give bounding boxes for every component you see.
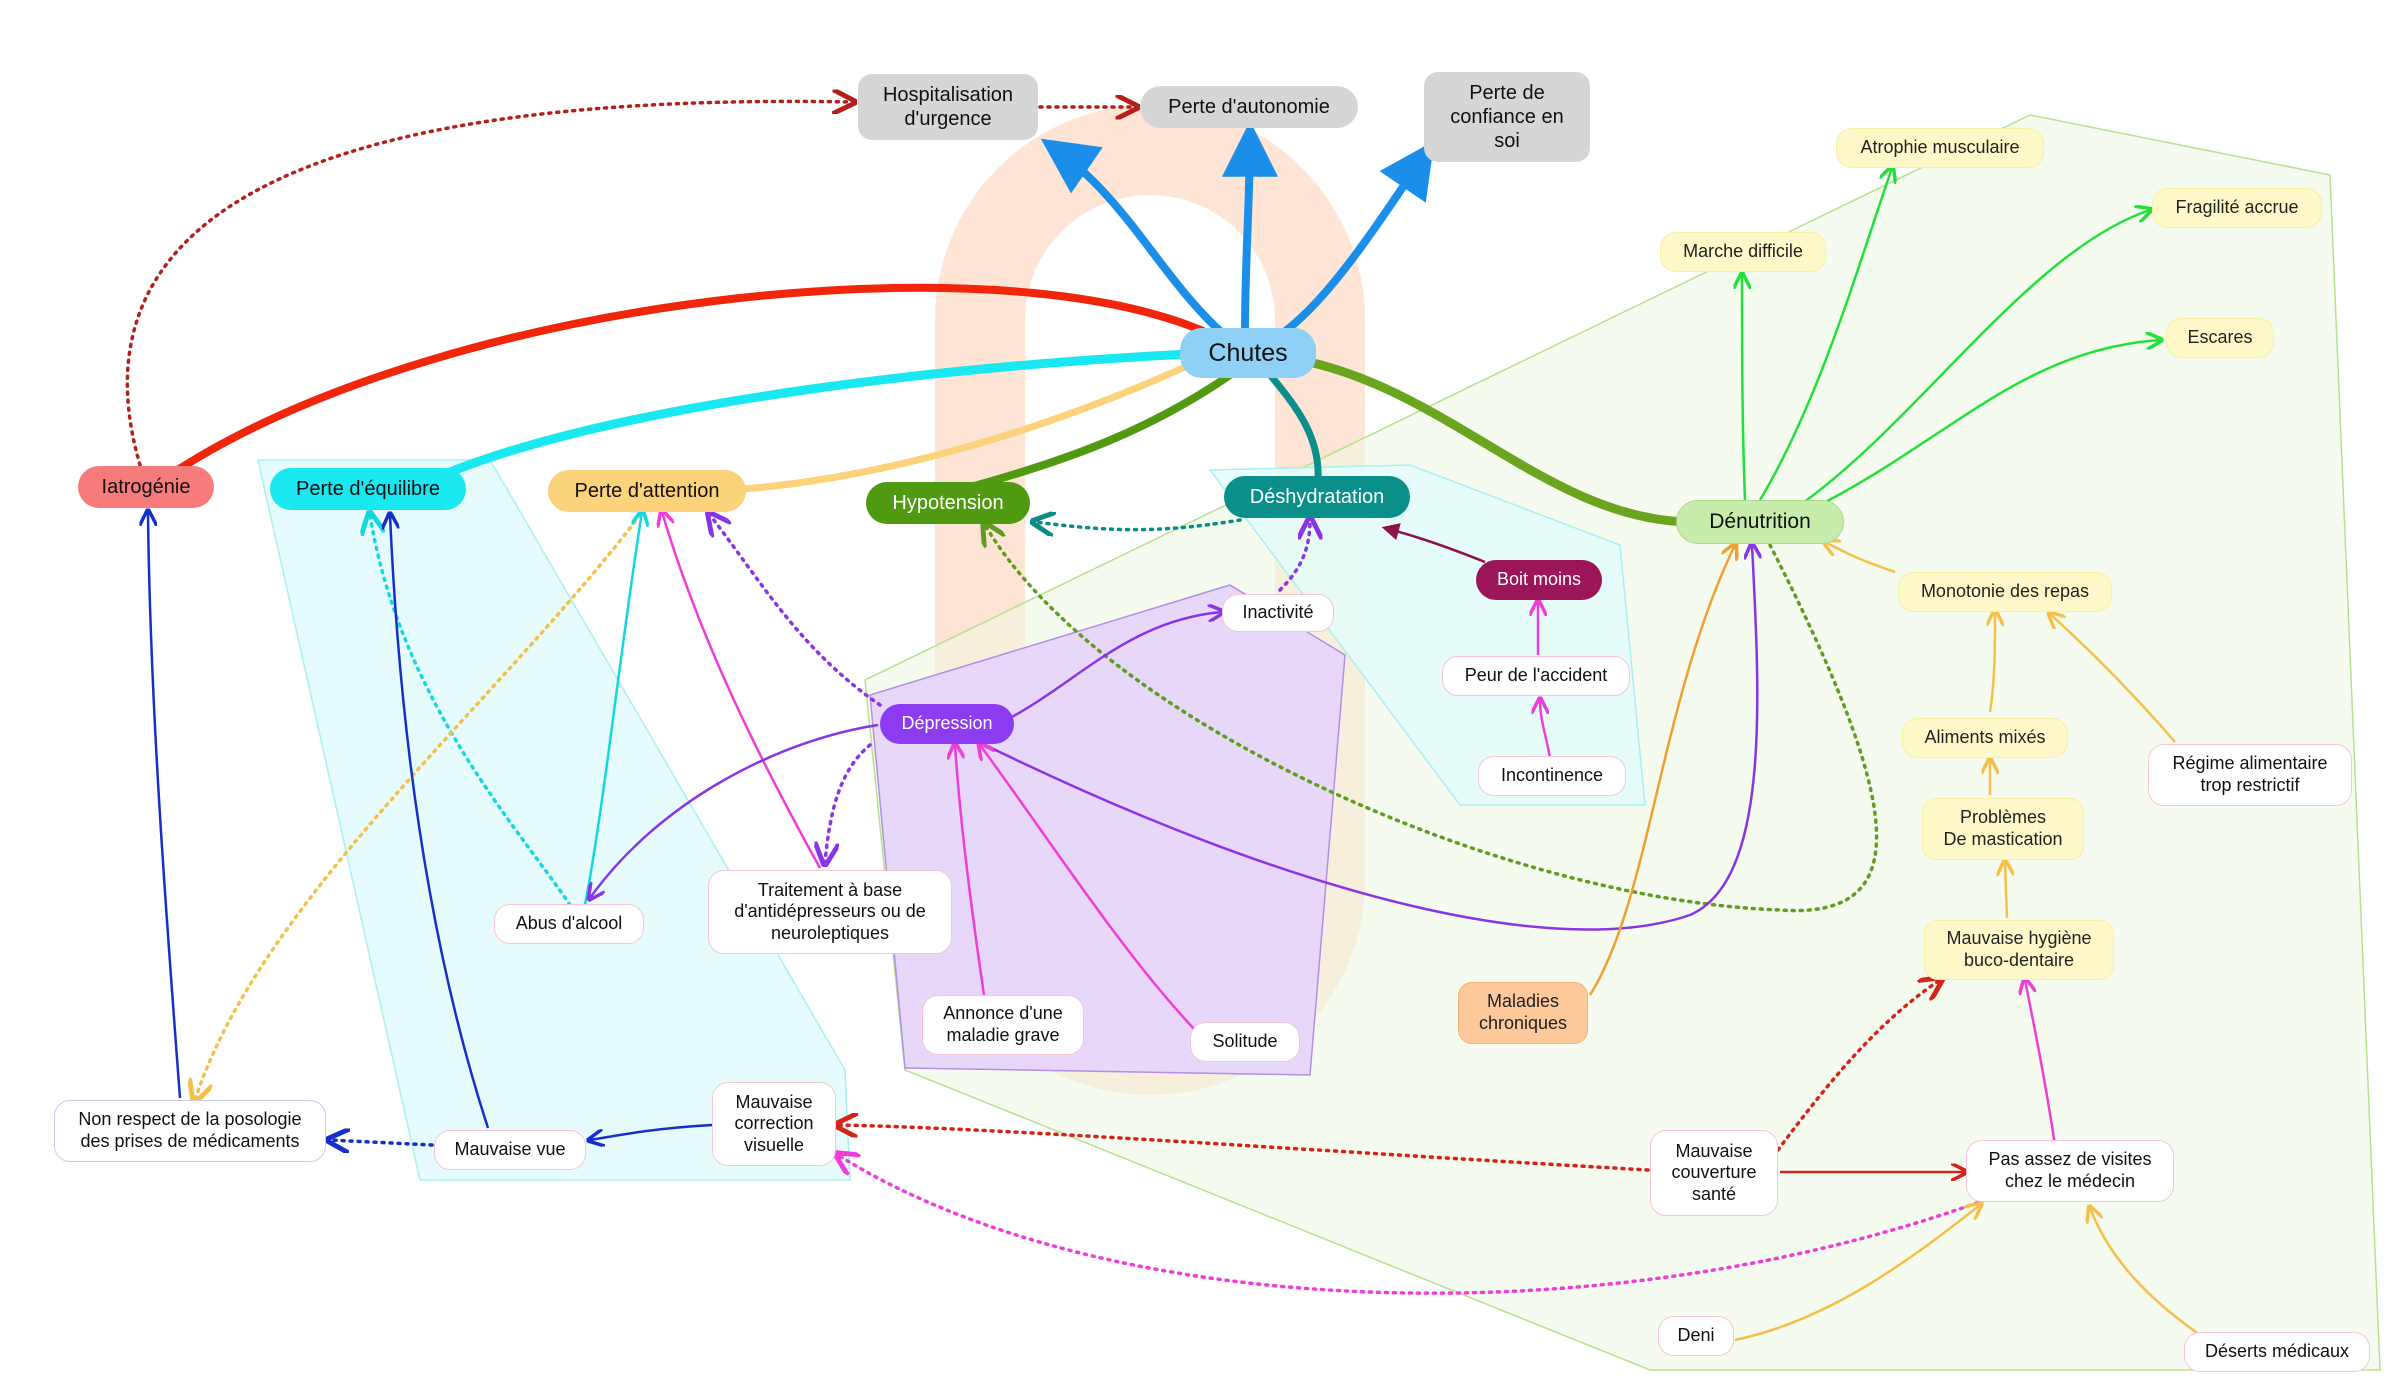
link-solitude-depression (980, 745, 1196, 1031)
node-hygiene[interactable]: Mauvaise hygiène buco-dentaire (1924, 920, 2114, 980)
link-depression-alcool (590, 723, 879, 898)
node-non-respect[interactable]: Non respect de la posologie des prises d… (54, 1100, 326, 1162)
node-deshydratation[interactable]: Déshydratation (1224, 476, 1410, 518)
link-deni-visites (1734, 1205, 1980, 1342)
link-attention-non-respect (195, 513, 642, 1100)
link-traitement-attention (662, 512, 822, 869)
node-solitude[interactable]: Solitude (1190, 1022, 1300, 1062)
link-depression-traitement (825, 743, 872, 862)
node-boit-moins[interactable]: Boit moins (1476, 560, 1602, 600)
node-depression[interactable]: Dépression (880, 704, 1014, 744)
node-hypotension[interactable]: Hypotension (866, 482, 1030, 524)
link-vue-equilibre (390, 515, 490, 1129)
link-annonce-depression (955, 745, 987, 1003)
branch-chutes-iatrogenie (166, 283, 1244, 479)
node-hospitalisation[interactable]: Hospitalisation d'urgence (858, 74, 1038, 140)
node-monotonie[interactable]: Monotonie des repas (1898, 572, 2112, 612)
node-fragilite[interactable]: Fragilité accrue (2152, 188, 2322, 228)
node-deserts[interactable]: Déserts médicaux (2184, 1332, 2370, 1372)
group-region-equilibre (257, 459, 851, 1181)
node-deni[interactable]: Deni (1658, 1316, 1734, 1356)
node-annonce[interactable]: Annonce d'une maladie grave (922, 995, 1084, 1055)
group-region-deshydratation (1208, 464, 1646, 806)
node-marche-difficile[interactable]: Marche difficile (1660, 232, 1826, 272)
node-mauvaise-couverture[interactable]: Mauvaise couverture santé (1650, 1130, 1778, 1216)
link-denutrition-fragilite (1799, 210, 2150, 507)
link-inactivite-deshydratation (1278, 520, 1310, 592)
link-denutrition-atrophie (1758, 168, 1892, 501)
node-perte-autonomie[interactable]: Perte d'autonomie (1140, 86, 1358, 128)
node-perte-equilibre[interactable]: Perte d'équilibre (270, 468, 466, 510)
node-mauvaise-correction[interactable]: Mauvaise correction visuelle (712, 1082, 836, 1166)
node-chutes[interactable]: Chutes (1180, 328, 1316, 378)
node-peur-accident[interactable]: Peur de l'accident (1442, 656, 1630, 696)
node-abus-alcool[interactable]: Abus d'alcool (494, 904, 644, 944)
link-monotonie-denutrition (1825, 542, 1896, 574)
link-visites-hygiene (2025, 980, 2057, 1146)
link-couverture-correction (838, 1125, 1650, 1172)
link-mauvaise-vue-non-respect (330, 1140, 434, 1145)
branch-chutes-deshydratation (1266, 371, 1322, 484)
link-non-respect-iatrogenie (148, 512, 182, 1099)
node-pas-assez-visites[interactable]: Pas assez de visites chez le médecin (1966, 1140, 2174, 1202)
link-hygiene-mastication (2005, 862, 2007, 919)
link-depression-inactivite (1009, 612, 1222, 720)
link-regime-monotonie (2050, 614, 2176, 743)
node-traitement[interactable]: Traitement à base d'antidépresseurs ou d… (708, 870, 952, 954)
node-maladies-chroniques[interactable]: Maladies chroniques (1458, 982, 1588, 1044)
link-depression-denutrition (974, 545, 1757, 931)
branch-chutes-autonomie (1221, 120, 1278, 334)
link-boit-moins-deshydratation (1381, 523, 1486, 564)
node-incontinence[interactable]: Incontinence (1478, 756, 1626, 796)
node-problemes-mastication[interactable]: Problèmes De mastication (1922, 798, 2084, 860)
node-perte-attention[interactable]: Perte d'attention (548, 470, 746, 512)
node-perte-confiance[interactable]: Perte de confiance en soi (1424, 72, 1590, 162)
link-correction-vue (590, 1123, 713, 1140)
branch-chutes-attention (726, 356, 1204, 494)
link-denutrition-marche (1742, 275, 1745, 501)
link-mixes-monotonie (1990, 612, 1995, 713)
link-alcool-attention (583, 512, 642, 906)
link-deserts-visites (2090, 1208, 2201, 1337)
node-aliments-mixes[interactable]: Aliments mixés (1902, 718, 2068, 758)
node-denutrition[interactable]: Dénutrition (1676, 500, 1844, 544)
node-atrophie[interactable]: Atrophie musculaire (1836, 128, 2044, 168)
link-alcool-equilibre (370, 515, 572, 907)
node-mauvaise-vue[interactable]: Mauvaise vue (434, 1130, 586, 1170)
node-regime[interactable]: Régime alimentaire trop restrictif (2148, 744, 2352, 806)
node-inactivite[interactable]: Inactivité (1222, 594, 1334, 632)
link-depression-attention (710, 515, 882, 707)
link-incontinence-peur (1540, 700, 1552, 759)
link-maladies-denutrition (1588, 545, 1735, 996)
branch-chutes-hospitalisation (1040, 138, 1234, 344)
link-deshydratation-hypotension (1035, 520, 1242, 530)
branch-chutes-equilibre (415, 347, 1245, 490)
node-iatrogenie[interactable]: Iatrogénie (78, 466, 214, 508)
link-visites-correction (838, 1155, 1987, 1295)
branch-chutes-denutrition (1295, 355, 1695, 527)
branch-chutes-hypotension (956, 371, 1234, 494)
node-escarres[interactable]: Escares (2166, 318, 2274, 358)
link-denutrition-escarres (1809, 340, 2160, 512)
link-denutrition-hypotension (985, 525, 1879, 913)
branch-chutes-confiance (1276, 140, 1435, 339)
link-couverture-hygiene (1776, 980, 1940, 1152)
link-iatrogenie-hospitalisation (125, 101, 852, 467)
